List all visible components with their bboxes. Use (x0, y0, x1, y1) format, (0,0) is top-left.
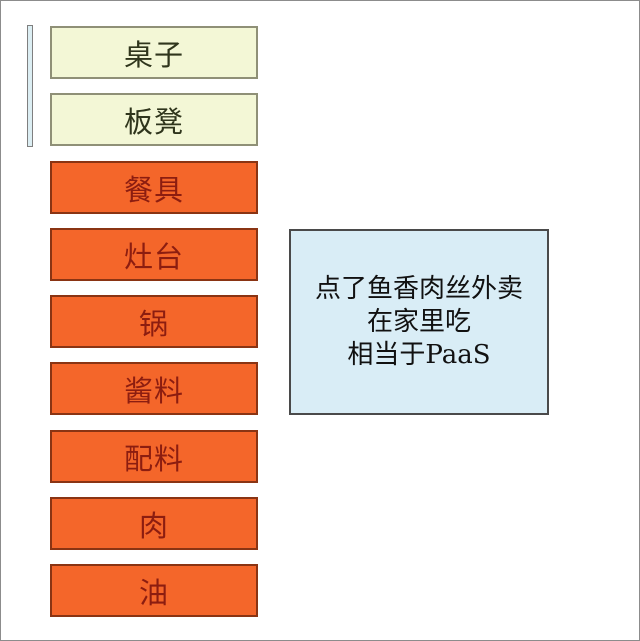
layer-box-table: 桌子 (50, 26, 258, 79)
layer-box-meat: 肉 (50, 497, 258, 550)
layer-box-sauce: 酱料 (50, 362, 258, 415)
note-line-2: 在家里吃 (366, 306, 471, 337)
highlight-bracket-bar (27, 25, 33, 147)
paas-note-box: 点了鱼香肉丝外卖 在家里吃 相当于PaaS (289, 229, 549, 415)
layer-box-stove: 灶台 (50, 228, 258, 281)
note-line-3: 相当于PaaS (347, 339, 491, 370)
layer-box-oil: 油 (50, 564, 258, 617)
note-line-1: 点了鱼香肉丝外卖 (314, 273, 523, 304)
layer-box-ingredients: 配料 (50, 430, 258, 483)
layer-box-pot: 锅 (50, 295, 258, 348)
layer-box-tableware: 餐具 (50, 161, 258, 214)
layer-box-bench: 板凳 (50, 93, 258, 146)
